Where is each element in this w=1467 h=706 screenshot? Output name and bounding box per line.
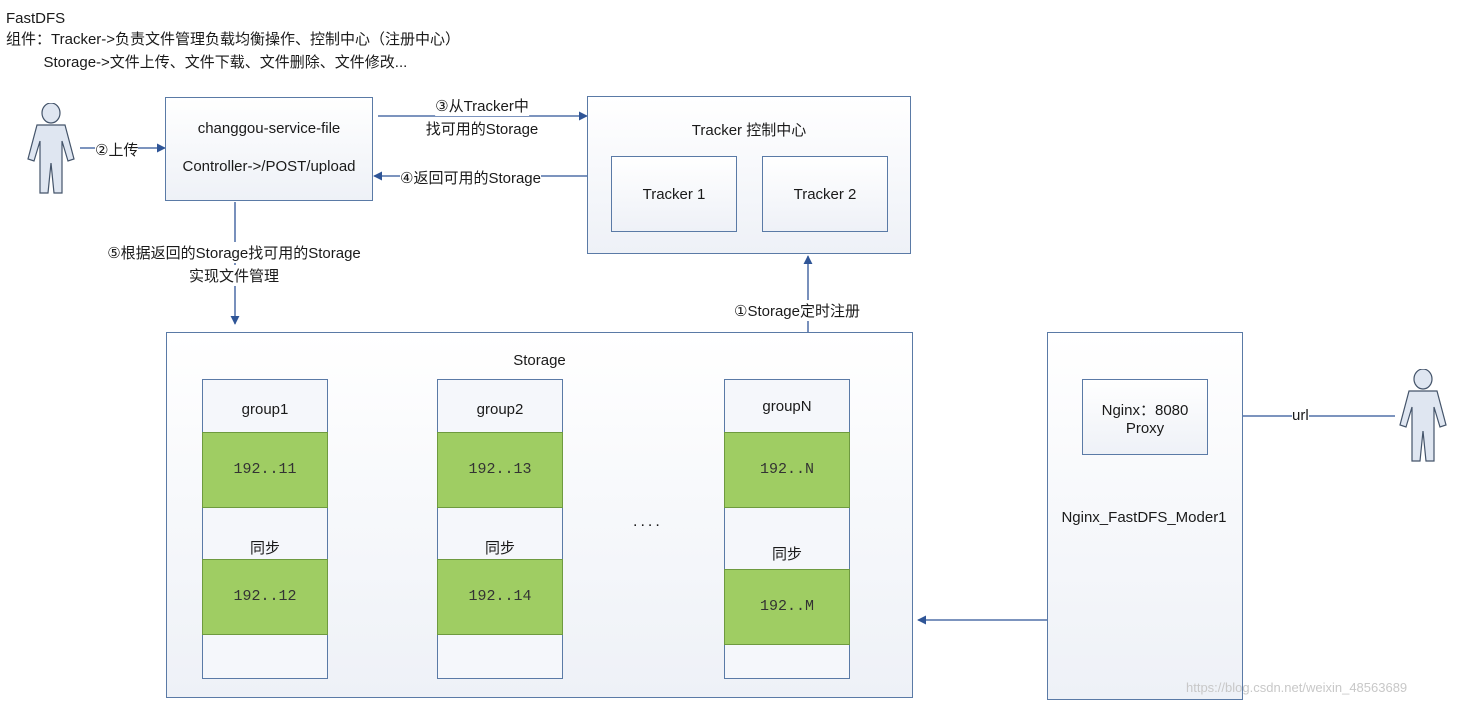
step-upload-label: ②上传 bbox=[95, 139, 139, 160]
service-name: changgou-service-file bbox=[197, 120, 341, 137]
group-n-sync-label: 同步 bbox=[771, 546, 802, 563]
service-endpoint: Controller->/POST/upload bbox=[182, 158, 356, 175]
group-2-name: group2 bbox=[476, 401, 524, 418]
group-1-sync-label: 同步 bbox=[249, 540, 280, 557]
nginx-module-label: Nginx_FastDFS_Moder1 bbox=[1061, 509, 1227, 526]
tracker-node-2-label: Tracker 2 bbox=[793, 186, 857, 203]
step-manage-label-line1: ⑤根据返回的Storage找可用的Storage bbox=[107, 242, 361, 263]
group-n-node-a: 192..N bbox=[724, 432, 850, 508]
step-find-label-line2: 找可用的Storage bbox=[425, 118, 539, 139]
client-icon bbox=[1399, 369, 1447, 462]
storage-group-2: group2 192..13 同步 192..14 bbox=[437, 379, 563, 679]
service-file-box: changgou-service-file Controller->/POST/… bbox=[165, 97, 373, 201]
tracker-title: Tracker 控制中心 bbox=[691, 122, 807, 139]
tracker-node-1: Tracker 1 bbox=[611, 156, 737, 232]
group-n-name: groupN bbox=[762, 398, 812, 415]
nginx-proxy-box: Nginx：8080 Proxy bbox=[1082, 379, 1208, 455]
storage-group-n: groupN 192..N 同步 192..M bbox=[724, 379, 850, 679]
group-1-node-a: 192..11 bbox=[202, 432, 328, 508]
storage-title: Storage bbox=[513, 352, 566, 369]
nginx-proxy-line1: Nginx：8080 bbox=[1101, 402, 1189, 419]
step-manage-label-line2: 实现文件管理 bbox=[188, 265, 280, 286]
group-2-sync-label: 同步 bbox=[484, 540, 515, 557]
watermark: https://blog.csdn.net/weixin_48563689 bbox=[1186, 680, 1408, 695]
step-return-label: ④返回可用的Storage bbox=[400, 167, 541, 188]
step-find-label-line1: ③从Tracker中 bbox=[435, 95, 529, 116]
storage-cluster: Storage group1 192..11 同步 192..12 group2… bbox=[166, 332, 913, 698]
header-components-line2: Storage->文件上传、文件下载、文件删除、文件修改... bbox=[6, 54, 408, 71]
group-2-node-a: 192..13 bbox=[437, 432, 563, 508]
tracker-control-center: Tracker 控制中心 Tracker 1 Tracker 2 bbox=[587, 96, 911, 254]
nginx-proxy-line2: Proxy bbox=[1125, 420, 1165, 437]
group-1-name: group1 bbox=[241, 401, 289, 418]
header-title: FastDFS bbox=[6, 10, 66, 27]
tracker-node-1-label: Tracker 1 bbox=[642, 186, 706, 203]
group-1-node-b: 192..12 bbox=[202, 559, 328, 635]
more-groups-ellipsis: .... bbox=[633, 513, 663, 530]
nginx-server: Nginx：8080 Proxy bbox=[1047, 332, 1243, 700]
group-n-node-b: 192..M bbox=[724, 569, 850, 645]
user-icon bbox=[27, 103, 75, 194]
url-label: url bbox=[1292, 407, 1309, 424]
group-2-node-b: 192..14 bbox=[437, 559, 563, 635]
storage-group-1: group1 192..11 同步 192..12 bbox=[202, 379, 328, 679]
header-components-line1: 组件：Tracker->负责文件管理负载均衡操作、控制中心（注册中心） bbox=[6, 31, 461, 48]
step-register-label: ①Storage定时注册 bbox=[734, 300, 860, 321]
tracker-node-2: Tracker 2 bbox=[762, 156, 888, 232]
